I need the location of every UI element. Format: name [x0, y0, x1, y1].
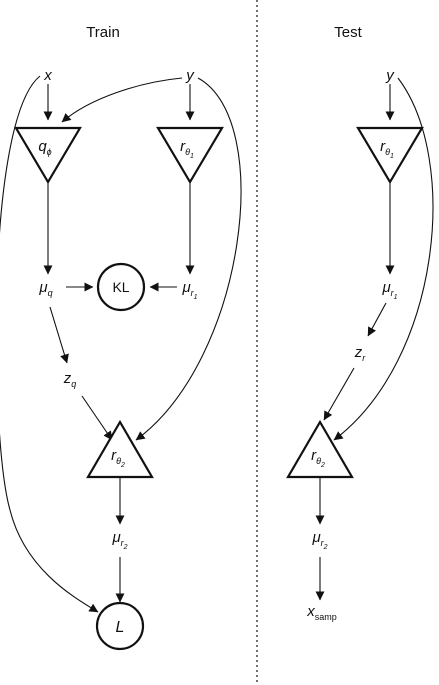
- test-node-mu-r1: μr1: [381, 279, 397, 301]
- train-title: Train: [86, 24, 120, 41]
- r-theta1-triangle: [156, 126, 224, 185]
- r-theta2-label: rθ2: [111, 447, 125, 469]
- loss-circle: [95, 601, 145, 651]
- node-mu-r2: μr2: [111, 529, 127, 551]
- edge-muq-to-zq: [49, 306, 69, 364]
- node-mu-r1: μr1: [181, 279, 197, 301]
- r-theta1-label: rθ1: [180, 138, 194, 160]
- edge-y-to-qphi: [61, 77, 183, 123]
- test-r-theta2-triangle: [286, 419, 354, 479]
- node-x: x: [43, 67, 52, 84]
- test-node-r-theta2: rθ2: [286, 419, 354, 479]
- q-phi-triangle: [14, 126, 82, 185]
- test-edges: [315, 77, 434, 601]
- node-y: y: [185, 67, 195, 84]
- train-edges: [0, 75, 242, 613]
- node-q-phi: qϕ: [14, 126, 82, 185]
- kl-circle: [96, 262, 146, 312]
- node-kl: KL: [96, 262, 146, 312]
- q-phi-label: qϕ: [38, 138, 51, 157]
- test-node-x-samp: xsamp: [306, 603, 337, 622]
- test-node-z-r: zr: [354, 344, 367, 363]
- edge-x-to-loss: [0, 75, 99, 613]
- node-loss: L: [95, 601, 145, 651]
- node-r-theta1: rθ1: [156, 126, 224, 185]
- test-node-r-theta1: rθ1: [356, 126, 424, 185]
- test-r-theta1-label: rθ1: [380, 138, 394, 160]
- node-mu-q: μq: [38, 279, 52, 298]
- test-r-theta1-triangle: [356, 126, 424, 185]
- test-node-mu-r2: μr2: [311, 529, 327, 551]
- edge-y-to-rtheta2: [135, 77, 242, 441]
- node-z-q: zq: [63, 370, 77, 389]
- test-title: Test: [334, 24, 362, 41]
- r-theta2-triangle: [86, 419, 154, 479]
- kl-label: KL: [112, 279, 129, 295]
- loss-label: L: [116, 619, 125, 636]
- node-r-theta2: rθ2: [86, 419, 154, 479]
- edge-test-zr-to-rtheta2: [323, 367, 355, 421]
- edge-test-mur1-to-zr: [367, 302, 387, 337]
- test-node-y: y: [385, 67, 395, 84]
- edge-zq-to-rtheta2: [81, 395, 113, 441]
- edge-test-y-to-rtheta2: [333, 77, 434, 441]
- test-r-theta2-label: rθ2: [311, 447, 325, 469]
